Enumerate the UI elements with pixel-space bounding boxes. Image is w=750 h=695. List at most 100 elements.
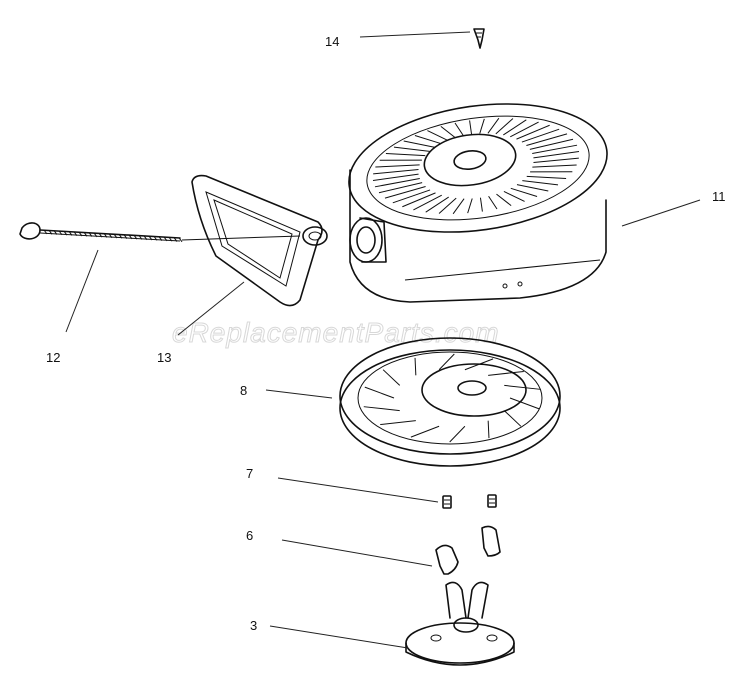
vent-slot [454,122,464,137]
rope-twist-mark [48,229,53,235]
rope-twist-mark [63,230,68,236]
pulley-fin [503,410,522,427]
vent-slot [526,133,568,146]
vent-slot [496,193,512,207]
rope-twist-mark [173,237,178,242]
leader-3 [269,625,409,649]
pulley-fin [464,358,494,371]
vent-slot [521,128,560,143]
rope-twist-mark [143,235,148,241]
rope-twist-mark [153,236,158,241]
callout-8: 8 [240,383,247,398]
rope-twist-mark [113,233,118,239]
rope-twist-mark [163,236,168,242]
vent-slot [414,135,442,145]
vent-slot [440,125,456,139]
vent-slot [469,120,473,135]
callout-3: 3 [250,618,257,633]
part-12-starter-rope [19,222,183,243]
pulley-fin [382,369,401,386]
leader-12 [65,249,99,333]
vent-slot [373,168,419,175]
vent-slot [529,138,574,150]
callouts: 14 11 12 13 8 7 6 3 [46,34,726,633]
vent-slot [510,121,539,138]
vent-slot [516,124,550,140]
vent-slot [413,194,442,211]
vent-slot [374,178,420,188]
pulley-fin [363,406,400,412]
rope-twist-mark [133,234,138,240]
pulley-fin [414,357,417,376]
rope-twist-mark [68,231,73,236]
rope-twist-mark [123,234,128,239]
part-8-pulley [339,337,561,467]
leader-7 [277,477,439,503]
pulley-fin [504,384,541,390]
part-3-hub-retainer [405,581,515,666]
rope-twist-mark [43,229,48,235]
vent-slot [526,175,567,179]
leader-11 [621,199,701,227]
vent-slot [533,151,580,159]
rope-twist-mark [88,232,93,237]
vent-slot [479,197,483,212]
pulley-fin [449,425,466,443]
vent-slot [403,140,436,148]
rope-twist-mark [83,232,88,237]
part-13-starter-handle [181,174,328,307]
rope-twist-mark [148,235,153,241]
rope-twist-mark [178,237,183,243]
leader-13 [177,281,245,336]
vent-slot [532,144,578,154]
vent-slot [392,189,431,204]
rope-twist-mark [128,234,133,240]
callout-12: 12 [46,350,60,365]
vent-slot [427,130,449,141]
part-14-fastener [473,28,485,49]
watermark: eReplacementParts.com [172,317,500,348]
leader-8 [265,389,333,399]
vent-slot [510,187,538,197]
vent-slot [378,182,423,194]
callout-13: 13 [157,350,171,365]
vent-slot [372,173,419,181]
vent-slot [467,198,473,214]
rope-twist-mark [53,230,58,235]
rope-twist-mark [58,230,63,236]
rope-twist-mark [108,233,113,239]
rope-twist-mark [168,236,173,242]
leader-lines [65,31,701,649]
vent-slot [402,192,436,208]
part-7-springs [442,494,497,509]
vent-slot [503,119,527,136]
rope-twist-mark [98,232,103,238]
vent-slot [385,153,426,157]
rope-twist-mark [103,233,108,238]
vent-slot [488,195,498,210]
callout-6: 6 [246,528,253,543]
vent-slot [522,180,559,186]
vent-slot [384,186,426,199]
vent-slot [479,118,485,134]
vent-slot [487,117,500,134]
vent-slot [533,157,579,164]
leader-14 [359,31,471,38]
part-6-pawls [435,525,501,575]
vent-slot [532,164,577,168]
vent-slot [375,164,420,168]
vent-slot [452,198,465,215]
callout-7: 7 [246,466,253,481]
rope-twist-mark [138,235,143,240]
pulley-fin [509,397,540,410]
pulley-fin [438,353,455,371]
vent-slot [393,146,430,152]
rope-twist-mark [93,232,98,238]
pulley-fin [410,425,440,438]
pulley-fin [380,420,416,426]
vent-slot [425,196,449,213]
callout-11: 11 [712,189,726,204]
rope-twist-mark [118,234,123,239]
rope-twist-mark [158,236,163,241]
